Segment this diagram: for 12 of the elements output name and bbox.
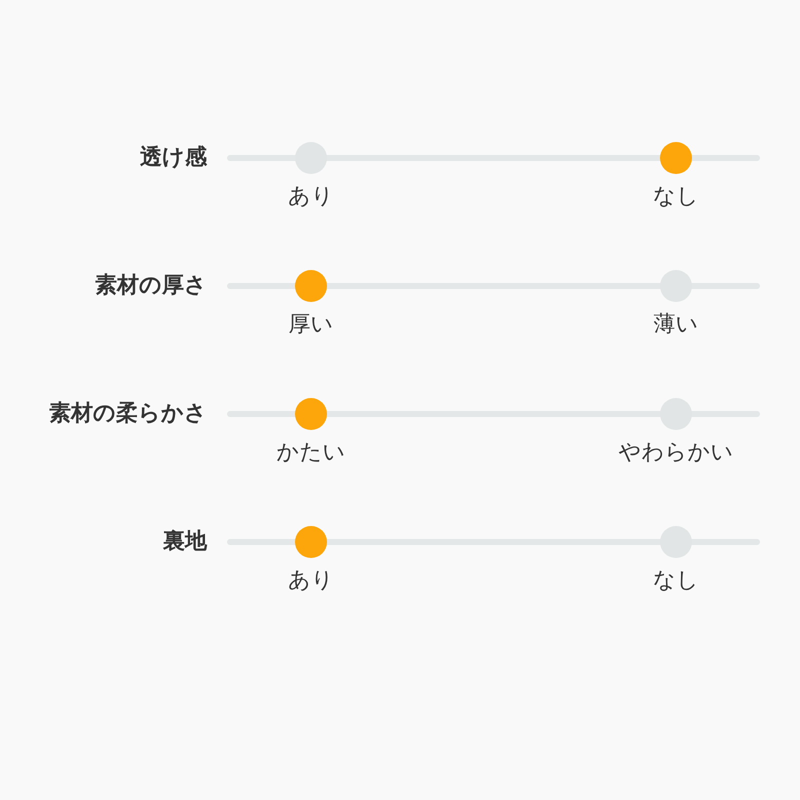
scale-end-label: やわらかい [618,440,734,466]
scale-end-label: あり [288,568,334,594]
scale-end-label: あり [288,184,334,210]
scale-heading: 素材の柔らかさ [49,401,207,427]
scale-heading: 透け感 [140,145,207,171]
scale-heading: 素材の厚さ [95,273,207,299]
scale-heading: 裏地 [163,529,207,555]
scale-end-label: 厚い [288,312,334,338]
scale-end-label: かたい [276,440,346,466]
scale-end-label: なし [653,184,699,210]
scale-end-label: 薄い [654,312,698,338]
scale-end-label: なし [653,568,699,594]
